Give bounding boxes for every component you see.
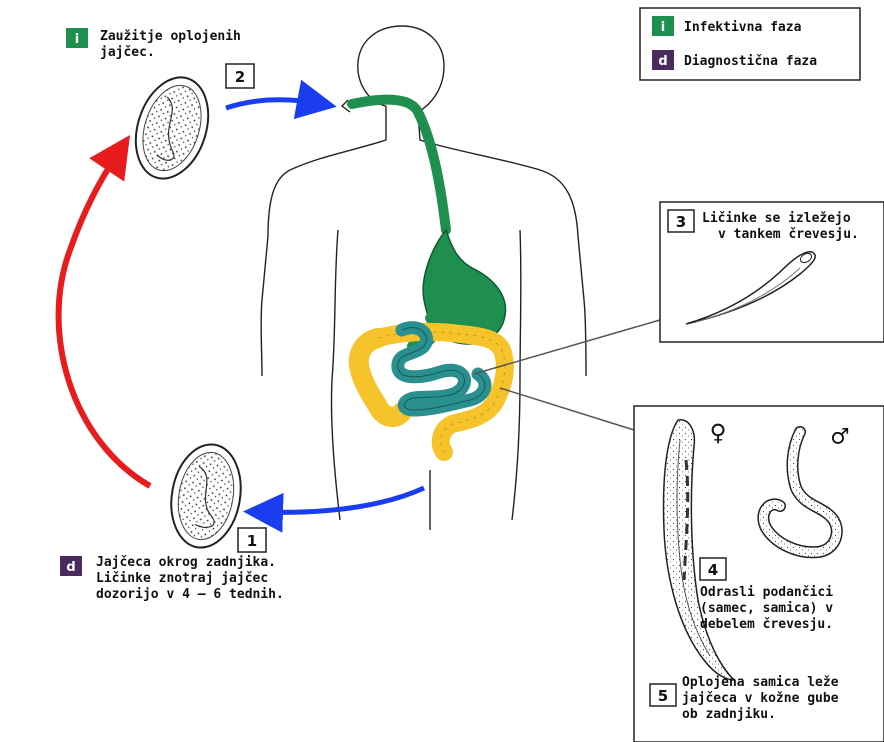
step3-text-line-1: Ličinke se izležejo: [702, 211, 851, 226]
step1-text-line-2: Ličinke znotraj jajčec: [96, 571, 268, 586]
step4-text-line-1: Odrasli podančici: [700, 585, 833, 600]
arrow-body-to-egg: [258, 488, 424, 512]
step5-text-line-3: ob zadnjiku.: [682, 707, 776, 722]
female-symbol: ♀: [710, 416, 727, 449]
step5-text-line-2: jajčeca v kožne gube: [682, 691, 839, 706]
legend: i Infektivna faza d Diagnostična faza: [640, 8, 860, 80]
legend-diagnostic-label: Diagnostična faza: [684, 54, 817, 69]
arrow-egg-to-mouth: [226, 100, 322, 108]
step2-text-line-2: jajčec.: [100, 45, 155, 60]
step-3: 3 Ličinke se izležejo v tankem črevesju.: [660, 202, 884, 342]
legend-infective-label: Infektivna faza: [684, 20, 802, 35]
step1-text-line-1: Jajčeca okrog zadnjika.: [96, 555, 276, 570]
egg-icon-step1: [163, 439, 248, 553]
step5-number: 5: [658, 687, 668, 705]
step4-number: 4: [708, 561, 718, 579]
step2-number: 2: [235, 68, 245, 86]
male-symbol: ♂: [832, 420, 849, 453]
step2-text-line-1: Zaužitje oplojenih: [100, 29, 241, 44]
legend-infective-badge-letter: i: [661, 20, 665, 35]
step1-badge-letter: d: [66, 560, 75, 575]
stomach-esophagus: [352, 100, 506, 346]
step-1: 1 d Jajčeca okrog zadnjika. Ličinke znot…: [60, 439, 424, 602]
arrow-cycle-return: [59, 150, 150, 486]
step4-text-line-3: debelem črevesju.: [700, 617, 833, 632]
step2-badge-letter: i: [75, 32, 79, 47]
step1-number: 1: [247, 532, 257, 550]
step-4-5: ♀ ♂ 4 Odrasli podančici (samec, samica) …: [634, 406, 884, 742]
step3-text-line-2: v tankem črevesju.: [718, 227, 859, 242]
step4-text-line-2: (samec, samica) v: [700, 601, 833, 616]
step-2: i Zaužitje oplojenih jajčec. 2: [66, 28, 322, 188]
egg-icon-step2: [124, 68, 221, 188]
step1-text-line-3: dozorijo v 4 – 6 tednih.: [96, 587, 284, 602]
step5-text-line-1: Oplojena samica leže: [682, 675, 839, 690]
step3-number: 3: [676, 213, 686, 231]
legend-diagnostic-badge-letter: d: [658, 54, 667, 69]
